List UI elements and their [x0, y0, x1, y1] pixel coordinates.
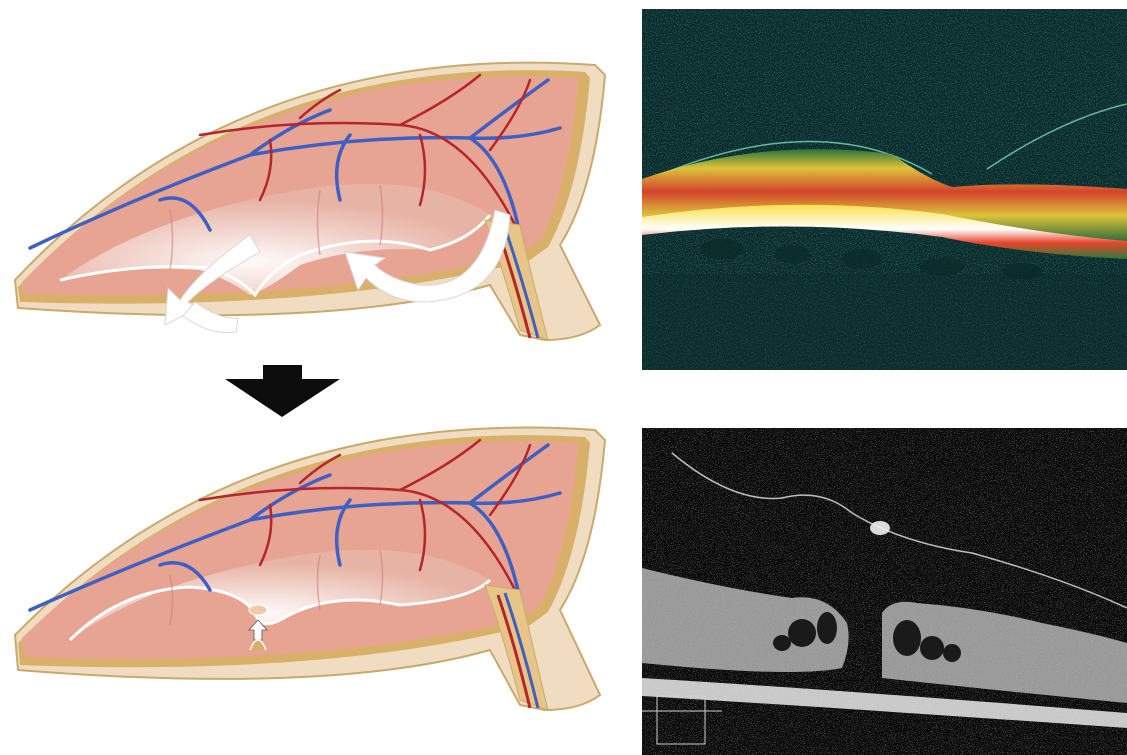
down-arrow-icon: [225, 365, 340, 417]
operculum: [249, 605, 267, 615]
operculum: [870, 521, 890, 535]
eye-cross-section-traction: [0, 40, 630, 360]
oct-grayscale-image: [642, 428, 1127, 755]
eye-cross-section-hole: [0, 415, 630, 725]
oct-color-image: [642, 9, 1127, 370]
oct-scan-2: [642, 428, 1127, 755]
oct-scan-1: [642, 9, 1127, 370]
progression-arrow: [225, 365, 340, 417]
illustration-stage-2: [0, 415, 630, 725]
illustration-stage-1: [0, 40, 630, 360]
